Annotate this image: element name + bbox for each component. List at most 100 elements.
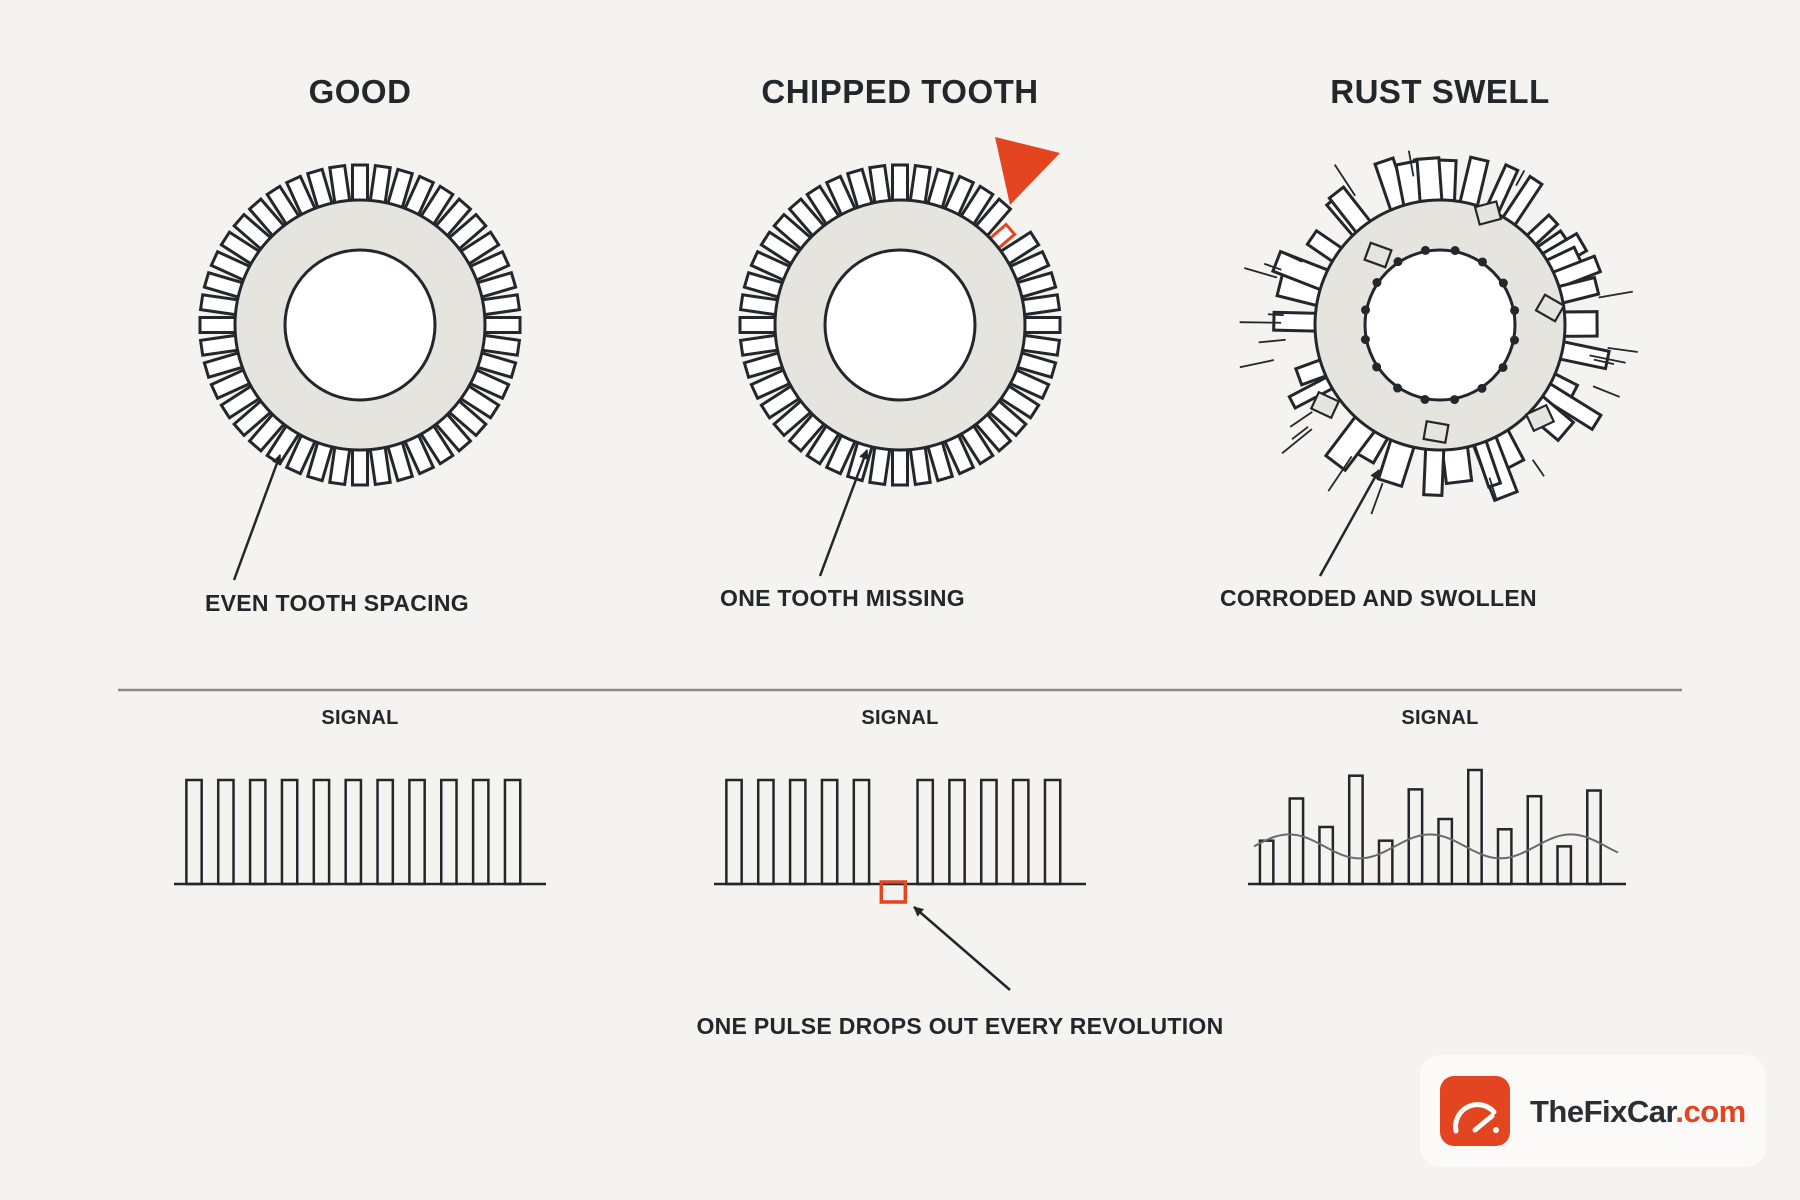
rust-flake (1422, 419, 1450, 445)
signal-waveform-rust (1248, 768, 1626, 886)
corrosion-spike (1515, 170, 1526, 187)
corrosion-spike (1267, 313, 1284, 317)
rust-bump (1420, 394, 1430, 404)
callout-arrow-chipped (818, 449, 869, 577)
signal-pulse (1258, 839, 1275, 886)
signal-pulse (471, 778, 490, 886)
corrosion-spike (1607, 346, 1638, 353)
rust-flake (1534, 293, 1566, 323)
rust-bump (1509, 335, 1519, 345)
signal-label-rust: SIGNAL (1401, 707, 1478, 729)
signal-pulse (948, 778, 966, 886)
rust-bump (1372, 278, 1382, 288)
logo-icon-tile (1440, 1076, 1510, 1146)
signal-pulse (503, 778, 522, 886)
rust-bump (1498, 362, 1508, 372)
signal-pulse (1347, 774, 1364, 886)
rust-flake (1473, 200, 1503, 226)
corrosion-spike (1327, 455, 1353, 492)
signal-pulse (916, 778, 935, 886)
rust-bump (1360, 335, 1370, 345)
corrosion-spike (1289, 411, 1313, 428)
corrosion-spike (1244, 267, 1278, 279)
brand-logo[interactable]: TheFixCar.com (1420, 1055, 1766, 1167)
signal-waveform-good (174, 778, 546, 886)
panel-title-good: GOOD (309, 73, 412, 110)
corrosion-spike (1283, 252, 1303, 263)
rust-bump (1372, 362, 1382, 372)
corrosion-spike (1291, 426, 1309, 440)
tone-ring-chipped (738, 137, 1062, 487)
rust-flake (1363, 241, 1393, 269)
corrosion-spike (1263, 262, 1282, 271)
signal-pulse (408, 778, 426, 886)
signal-pulse (216, 778, 235, 886)
gauge-icon (1453, 1102, 1499, 1134)
corrosion-spike (1258, 338, 1286, 344)
signal-pulse (1586, 789, 1602, 886)
corrosion-spike (1598, 290, 1633, 299)
warning-triangle-icon (995, 137, 1060, 205)
rust-bump (1450, 395, 1460, 405)
signal-pulse (1011, 778, 1030, 886)
tone-ring-good (198, 163, 522, 487)
signal-label-chipped: SIGNAL (861, 707, 938, 729)
corrosion-spike (1407, 150, 1415, 177)
callout-arrow-rust (1318, 469, 1381, 577)
caption-rust: CORRODED AND SWOLLEN (1220, 585, 1537, 611)
chip-warning-marker (995, 137, 1060, 205)
tone-ring-rust (1239, 150, 1638, 515)
signal-pulse (1556, 845, 1573, 886)
caption-good: EVEN TOOTH SPACING (205, 590, 469, 616)
logo-brand: TheFixCar (1530, 1094, 1678, 1129)
caption-dropout: ONE PULSE DROPS OUT EVERY REVOLUTION (696, 1013, 1223, 1039)
panel-title-rust: RUST SWELL (1330, 73, 1549, 110)
signal-pulse (185, 778, 203, 886)
signal-pulse (979, 778, 998, 886)
rust-bump (1510, 305, 1520, 315)
signal-pulse (820, 778, 839, 886)
signal-pulse (1377, 839, 1394, 886)
signal-pulse (1407, 788, 1424, 886)
corrosion-spike (1531, 459, 1545, 477)
corrosion-spike (1333, 164, 1356, 197)
signal-waveform-chipped (714, 778, 1086, 904)
signal-pulse (1466, 768, 1483, 886)
rust-bump (1477, 257, 1487, 267)
corrosion-spike (1370, 482, 1384, 515)
signal-pulse (439, 778, 458, 886)
rust-flake (1524, 403, 1556, 433)
rust-bump (1477, 383, 1487, 393)
corrosion-spike (1239, 359, 1275, 369)
signal-pulse (344, 778, 363, 886)
missing-pulse-marker (879, 880, 908, 904)
corrosion-spike (1589, 354, 1626, 364)
rust-bump (1393, 257, 1403, 267)
rust-bump (1498, 278, 1508, 288)
signal-pulse (280, 778, 299, 886)
signal-pulse (376, 778, 395, 886)
rust-bump (1420, 245, 1430, 255)
panel-title-chipped: CHIPPED TOOTH (761, 73, 1038, 110)
signal-pulse (756, 778, 775, 886)
corrosion-spike (1281, 428, 1313, 455)
callout-arrow-good (232, 454, 282, 581)
signal-pulse (788, 778, 807, 886)
rust-flake (1309, 390, 1341, 420)
logo-tld: .com (1675, 1094, 1745, 1129)
signal-pulse (1318, 825, 1335, 886)
signal-pulse (1437, 817, 1454, 886)
signal-label-good: SIGNAL (321, 707, 398, 729)
signal-pulse (1526, 794, 1543, 886)
rust-bump (1393, 383, 1403, 393)
rust-bump (1361, 305, 1371, 315)
rust-bump (1450, 246, 1460, 256)
signal-pulse (248, 778, 267, 886)
noise-trace (1253, 833, 1619, 860)
corrosion-spike (1239, 321, 1282, 324)
corrosion-spike (1592, 385, 1620, 398)
signal-pulse (852, 778, 871, 886)
signal-pulse (1288, 797, 1305, 886)
signal-pulse (1043, 778, 1062, 886)
